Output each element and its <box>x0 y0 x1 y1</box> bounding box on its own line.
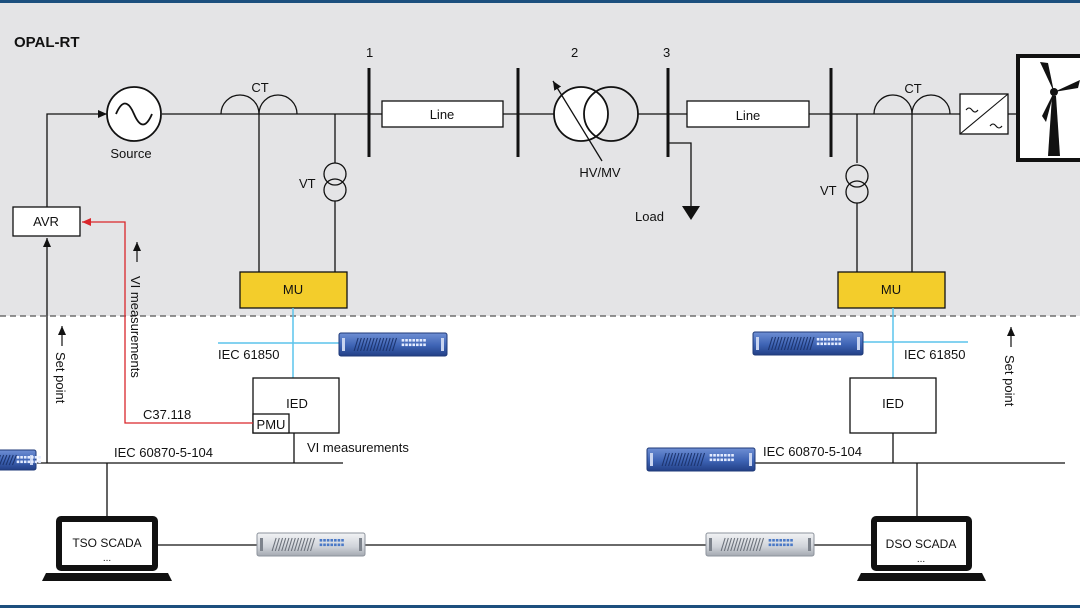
vt-left-label: VT <box>299 176 316 191</box>
device-iec61850-left-icon <box>339 333 447 356</box>
ied-left-label: IED <box>286 396 308 411</box>
device-iec104-right-icon <box>647 448 755 471</box>
bus-3-label: 3 <box>663 45 670 60</box>
top-frame-bar <box>0 0 1080 3</box>
device-link-right-icon <box>706 533 814 556</box>
iec104-right-label: IEC 60870-5-104 <box>763 444 862 459</box>
mu-right-label: MU <box>881 282 901 297</box>
iec61850-left-label: IEC 61850 <box>218 347 279 362</box>
set-point-right-label: Set point <box>1002 355 1017 407</box>
iec104-left-label: IEC 60870-5-104 <box>114 445 213 460</box>
ac-dc-converter-icon <box>960 94 1008 134</box>
dso-scada-dots: ... <box>917 554 925 565</box>
device-iec61850-right-icon <box>753 332 863 355</box>
source-label: Source <box>110 146 151 161</box>
transformer-label: HV/MV <box>579 165 621 180</box>
device-iec104-left-icon <box>0 450 41 470</box>
load-label: Load <box>635 209 664 224</box>
ct-right-label: CT <box>904 81 921 96</box>
title: OPAL-RT <box>14 34 80 51</box>
avr-label: AVR <box>33 214 59 229</box>
set-point-left-label: Set point <box>53 352 68 404</box>
tso-scada-label: TSO SCADA <box>72 536 141 550</box>
c37-label: C37.118 <box>143 407 191 422</box>
vt-right-label: VT <box>820 183 837 198</box>
wind-turbine-icon <box>1018 56 1080 160</box>
ct-left-label: CT <box>251 80 268 95</box>
vi-measurements-label: VI measurements <box>307 440 409 455</box>
iec61850-right-label: IEC 61850 <box>904 347 965 362</box>
bus-1-label: 1 <box>366 45 373 60</box>
device-link-left-icon <box>257 533 365 556</box>
line-left-label: Line <box>430 107 455 122</box>
line-right-label: Line <box>736 108 761 123</box>
simulation-area <box>0 3 1080 316</box>
tso-scada-dots: ... <box>103 553 111 564</box>
pmu-label: PMU <box>257 417 286 432</box>
vi-measurements-rotated-label: VI measurements <box>128 276 143 378</box>
bus-2-label: 2 <box>571 45 578 60</box>
mu-left-label: MU <box>283 282 303 297</box>
dso-scada-label: DSO SCADA <box>886 537 957 551</box>
ied-right-label: IED <box>882 396 904 411</box>
